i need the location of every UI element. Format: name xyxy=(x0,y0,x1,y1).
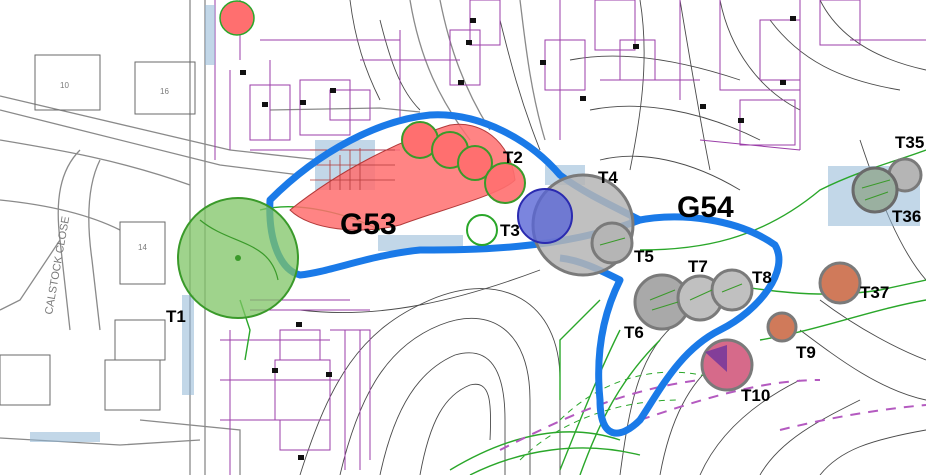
tree-t36-canopy xyxy=(851,166,899,214)
label-t10: T10 xyxy=(741,386,770,405)
left-buildings xyxy=(0,54,196,411)
garage-label-b: 16 xyxy=(160,87,169,96)
purple-dashed-edges xyxy=(499,379,926,451)
garage-label-a: 10 xyxy=(60,81,69,90)
tree-t9-canopy xyxy=(766,311,798,343)
label-t3: T3 xyxy=(500,221,520,240)
label-t9: T9 xyxy=(796,343,816,362)
label-t7: T7 xyxy=(688,257,708,276)
plan-markers xyxy=(240,16,796,460)
tree-labels: T1 T2 T3 T4 T5 T6 T7 T8 T9 T10 T35 T36 T… xyxy=(166,133,924,405)
group-labels: G53 G54 xyxy=(340,191,734,241)
g54-boundary xyxy=(559,213,783,437)
label-g53: G53 xyxy=(340,208,397,241)
label-t35: T35 xyxy=(895,133,924,152)
top-removal-tree xyxy=(219,0,255,36)
garage-label-c: 14 xyxy=(138,243,147,252)
vegetation-hatch xyxy=(519,371,721,461)
tree-hatching xyxy=(599,179,891,311)
tree-t3-canopy xyxy=(466,214,498,246)
tree-blue-canopy xyxy=(517,188,573,244)
label-t5: T5 xyxy=(634,247,654,266)
label-t1: T1 xyxy=(166,307,186,326)
tree-t8-canopy xyxy=(710,268,754,312)
building-labels: 10 16 14 xyxy=(60,81,169,252)
label-t36: T36 xyxy=(892,207,921,226)
label-g54: G54 xyxy=(677,191,734,224)
tree-t37-canopy xyxy=(818,261,862,305)
label-t2: T2 xyxy=(503,148,523,167)
tree-t2-canopy xyxy=(484,162,526,204)
g53-removal-hatch xyxy=(310,148,395,190)
tree-canopies xyxy=(177,121,923,392)
tree-t5-canopy xyxy=(590,221,634,265)
label-t4: T4 xyxy=(598,168,618,187)
label-t8: T8 xyxy=(752,268,772,287)
label-t6: T6 xyxy=(624,323,644,342)
road-label: CALSTOCK CLOSE xyxy=(43,215,72,315)
building-layout xyxy=(214,0,926,475)
label-t37: T37 xyxy=(860,283,889,302)
